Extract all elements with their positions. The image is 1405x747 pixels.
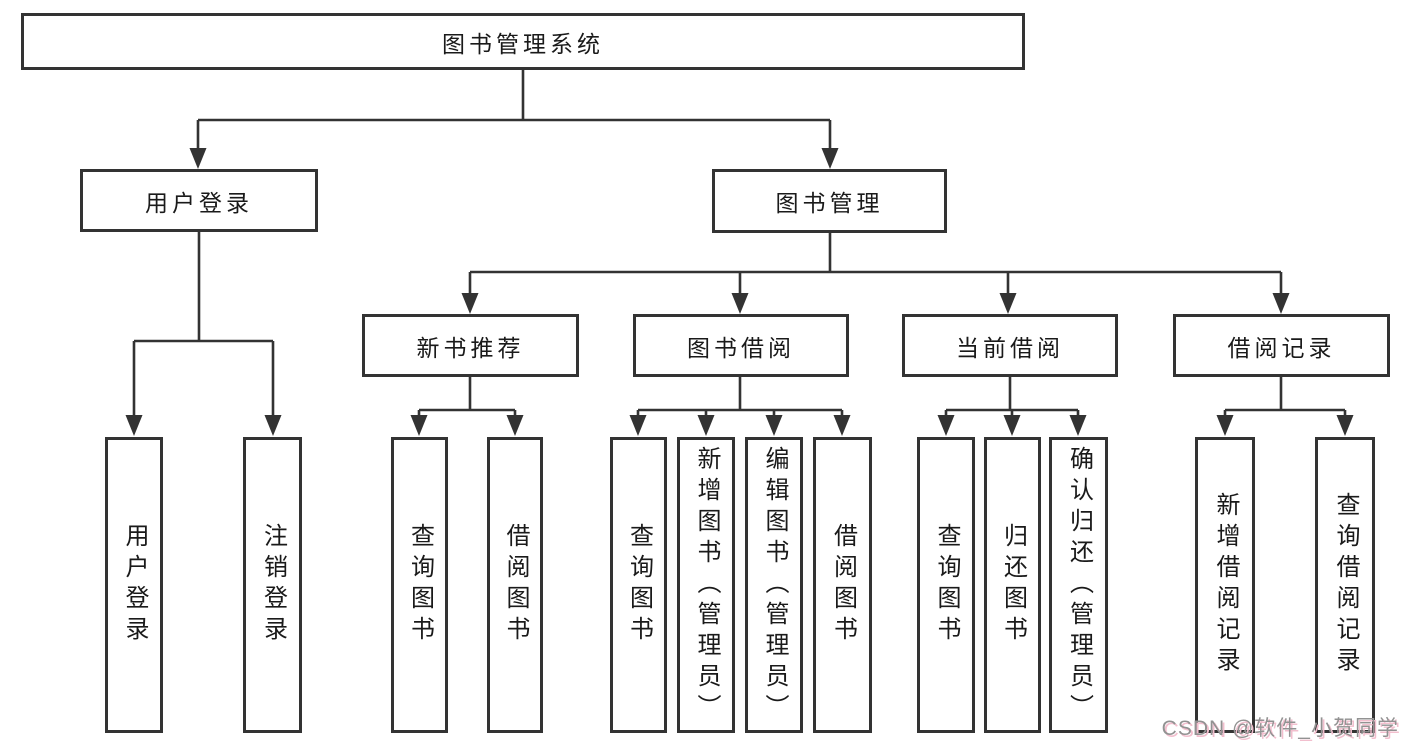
- leaf-logout-login-label: 注销登录: [259, 523, 287, 647]
- node-user-login: 用户登录: [80, 169, 318, 232]
- leaf-borrow-books-1-label: 借阅图书: [502, 523, 529, 647]
- node-user-login-label: 用户登录: [145, 189, 253, 216]
- leaf-query-borrow-record-label: 查询借阅记录: [1332, 492, 1359, 678]
- node-borrowing-records: 借阅记录: [1173, 314, 1390, 377]
- leaf-borrow-books-2-label: 借阅图书: [829, 523, 857, 647]
- leaf-query-books-3: 查询图书: [917, 437, 975, 733]
- leaf-return-book-label: 归还图书: [999, 523, 1027, 647]
- csdn-watermark: CSDN @软件_小贺同学: [1161, 717, 1399, 740]
- node-library-system: 图书管理系统: [21, 13, 1025, 70]
- leaf-query-books-2: 查询图书: [610, 437, 667, 733]
- node-book-borrowing: 图书借阅: [633, 314, 849, 377]
- leaf-query-books-1: 查询图书: [391, 437, 448, 733]
- leaf-query-books-2-label: 查询图书: [625, 523, 653, 647]
- node-book-borrowing-label: 图书借阅: [687, 334, 795, 361]
- node-new-book-recommend-label: 新书推荐: [416, 334, 525, 361]
- node-book-management-label: 图书管理: [775, 190, 884, 216]
- leaf-add-borrow-record: 新增借阅记录: [1195, 437, 1255, 733]
- leaf-confirm-return-admin: 确认归还（管理员）: [1049, 437, 1108, 733]
- leaf-edit-book-admin-label: 编辑图书（管理员）: [761, 445, 788, 725]
- node-new-book-recommend: 新书推荐: [362, 314, 579, 377]
- node-current-borrowing-label: 当前借阅: [956, 334, 1064, 361]
- node-borrowing-records-label: 借阅记录: [1227, 334, 1336, 361]
- leaf-add-book-admin: 新增图书（管理员）: [677, 437, 735, 733]
- leaf-user-login: 用户登录: [105, 437, 163, 733]
- connector-strokes: [132, 70, 1347, 420]
- node-library-system-label: 图书管理系统: [442, 30, 604, 57]
- leaf-add-borrow-record-label: 新增借阅记录: [1212, 492, 1239, 678]
- leaf-user-login-label: 用户登录: [121, 523, 148, 647]
- leaf-logout-login: 注销登录: [243, 437, 302, 733]
- leaf-borrow-books-2: 借阅图书: [813, 437, 872, 733]
- node-current-borrowing: 当前借阅: [902, 314, 1118, 377]
- leaf-return-book: 归还图书: [984, 437, 1041, 733]
- leaf-add-book-admin-label: 新增图书（管理员）: [693, 445, 720, 725]
- leaf-edit-book-admin: 编辑图书（管理员）: [745, 437, 803, 733]
- arrowhead-icons: [125, 148, 1354, 436]
- leaf-borrow-books-1: 借阅图书: [487, 437, 543, 733]
- node-book-management: 图书管理: [712, 169, 947, 233]
- leaf-confirm-return-admin-label: 确认归还（管理员）: [1065, 445, 1093, 725]
- leaf-query-borrow-record: 查询借阅记录: [1315, 437, 1375, 733]
- leaf-query-books-3-label: 查询图书: [933, 523, 960, 647]
- leaf-query-books-1-label: 查询图书: [406, 523, 434, 647]
